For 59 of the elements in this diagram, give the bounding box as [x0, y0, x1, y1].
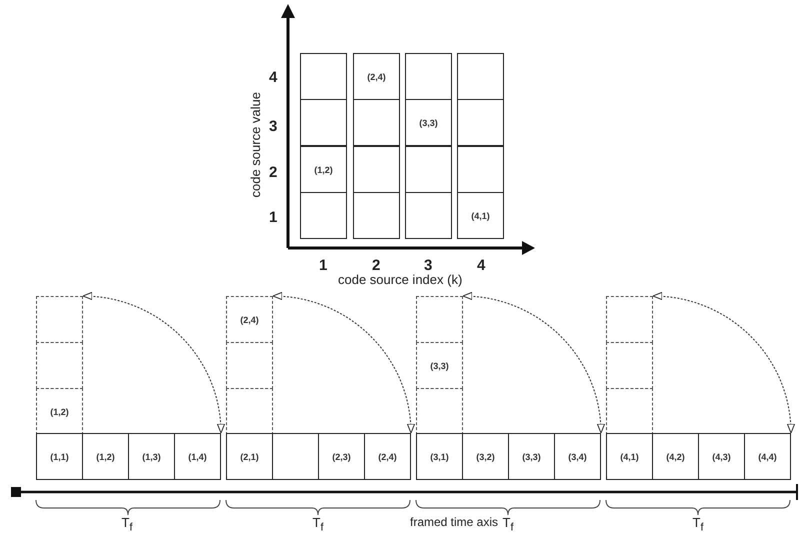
tick-label: 2 [269, 164, 278, 180]
frame-duration-label: T$_{f}$ [122, 514, 132, 534]
axis-caption: framed time axis [410, 515, 498, 529]
frame-slot: (2,4) [364, 433, 411, 480]
stacked-slot [226, 342, 273, 389]
frame-slot: (1,4) [174, 433, 221, 480]
grid-cell [457, 53, 504, 100]
frame-slot: (3,1) [416, 433, 463, 480]
frame-slot: (3,4) [554, 433, 601, 480]
axis-title: code source index (k) [338, 272, 462, 286]
grid-cell [405, 146, 452, 193]
tick-label: 1 [269, 208, 278, 226]
grid-cell [353, 146, 400, 193]
stacked-slot [606, 342, 653, 389]
grid-cell [300, 53, 347, 100]
grid-cell: (1,2) [300, 146, 347, 193]
frame-slot: (1,3) [128, 433, 175, 480]
axis-title: code source value [248, 92, 262, 198]
frame-duration-label: T$_{f}$ [502, 514, 514, 534]
grid-cell [300, 192, 347, 239]
frame-slot: (3,2) [462, 433, 509, 480]
frame-slot: (4,1) [606, 433, 653, 480]
tick-label: 3 [424, 256, 432, 274]
grid-cell: (4,1) [457, 192, 504, 239]
grid-cell [353, 99, 400, 146]
tick-label: 4 [269, 68, 278, 86]
grid-cell [457, 146, 504, 193]
frame-duration-label: T$_{f}$ [312, 514, 324, 534]
grid-cell: (3,3) [405, 99, 452, 146]
curved-arrow [462, 292, 604, 434]
frame-slot: (4,2) [652, 433, 699, 480]
grid-cell [353, 192, 400, 239]
tick-label: 3 [269, 118, 278, 134]
frame-slot [272, 433, 319, 480]
frame-slot: (1,1) [36, 433, 83, 480]
tick-label: 1 [319, 256, 328, 274]
grid-cell [457, 99, 504, 146]
grid-cell [405, 192, 452, 239]
tick-label: 2 [372, 256, 380, 274]
frame-slot: (2,3) [318, 433, 365, 480]
tick-label: 4 [477, 256, 486, 274]
frame-slot: (3,3) [508, 433, 555, 480]
frame-slot: (1,2) [82, 433, 129, 480]
curved-arrow [272, 292, 414, 434]
stacked-slot: (3,3) [416, 342, 463, 389]
grid-cell [405, 53, 452, 100]
curved-arrow [652, 292, 794, 434]
grid-cell [300, 99, 347, 146]
frame-slot: (2,1) [226, 433, 273, 480]
frame-duration-label: T$_{f}$ [692, 514, 704, 534]
curved-arrow [82, 292, 224, 434]
grid-cell: (2,4) [353, 53, 400, 100]
stacked-slot [36, 296, 83, 343]
stacked-slot: (2,4) [226, 296, 273, 343]
frame-slot: (4,4) [744, 433, 791, 480]
stacked-slot [606, 296, 653, 343]
stacked-slot [416, 296, 463, 343]
frame-slot: (4,3) [698, 433, 745, 480]
stacked-slot [36, 342, 83, 389]
